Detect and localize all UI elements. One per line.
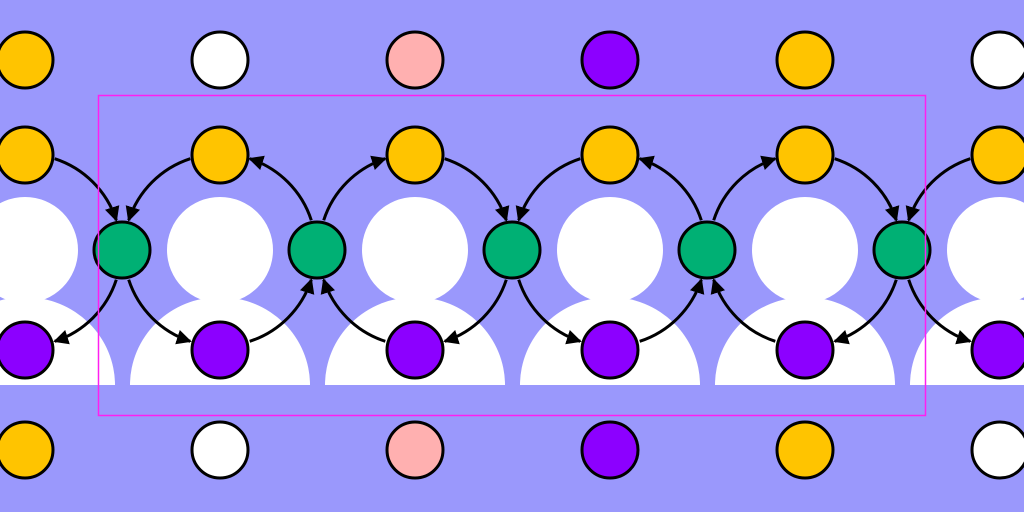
arrow-arc bbox=[712, 155, 777, 221]
arrow-arc bbox=[905, 157, 971, 222]
arrow-arc bbox=[639, 278, 705, 343]
arrow-arc bbox=[833, 279, 898, 345]
arrow-arc bbox=[54, 157, 120, 222]
purple-node bbox=[385, 320, 445, 380]
top-row-node bbox=[190, 30, 250, 90]
yellow-node bbox=[385, 125, 445, 185]
arrow-arc bbox=[907, 279, 972, 345]
arrow-arc bbox=[53, 279, 118, 345]
nodes bbox=[0, 30, 1024, 480]
arrow-arc bbox=[638, 155, 703, 221]
yellow-node bbox=[775, 125, 835, 185]
person-head-icon bbox=[947, 197, 1024, 303]
arrow-arc bbox=[444, 157, 510, 222]
purple-node bbox=[775, 320, 835, 380]
arrow-arc bbox=[443, 279, 508, 345]
arrow-arc bbox=[517, 279, 582, 345]
person-head-icon bbox=[0, 197, 78, 303]
green-node bbox=[287, 220, 347, 280]
person-head-icon bbox=[167, 197, 273, 303]
bottom-row-node bbox=[385, 420, 445, 480]
top-row-node bbox=[0, 30, 55, 90]
arrow-arc bbox=[710, 278, 776, 343]
green-node bbox=[482, 220, 542, 280]
purple-node bbox=[970, 320, 1024, 380]
purple-node bbox=[580, 320, 640, 380]
yellow-node bbox=[580, 125, 640, 185]
top-row-node bbox=[580, 30, 640, 90]
green-node bbox=[677, 220, 737, 280]
arrows bbox=[53, 155, 972, 345]
bottom-row-node bbox=[970, 420, 1024, 480]
bottom-row-node bbox=[775, 420, 835, 480]
person-head-icon bbox=[362, 197, 468, 303]
yellow-node bbox=[970, 125, 1024, 185]
arrow-arc bbox=[249, 278, 315, 343]
arrow-arc bbox=[834, 157, 900, 222]
arrow-arc bbox=[125, 157, 191, 222]
arrow-arc bbox=[127, 279, 192, 345]
arrow-arc bbox=[248, 155, 313, 221]
top-row-node bbox=[385, 30, 445, 90]
green-node bbox=[872, 220, 932, 280]
arrow-arc bbox=[322, 155, 387, 221]
person-head-icon bbox=[752, 197, 858, 303]
green-node bbox=[92, 220, 152, 280]
top-row-node bbox=[970, 30, 1024, 90]
purple-node bbox=[0, 320, 55, 380]
yellow-node bbox=[190, 125, 250, 185]
purple-node bbox=[190, 320, 250, 380]
bottom-row-node bbox=[580, 420, 640, 480]
top-row-node bbox=[775, 30, 835, 90]
arrow-arc bbox=[515, 157, 581, 222]
bottom-row-node bbox=[0, 420, 55, 480]
person-head-icon bbox=[557, 197, 663, 303]
arrow-arc bbox=[320, 278, 386, 343]
selection-frame bbox=[97, 94, 927, 417]
yellow-node bbox=[0, 125, 55, 185]
bottom-row-node bbox=[190, 420, 250, 480]
